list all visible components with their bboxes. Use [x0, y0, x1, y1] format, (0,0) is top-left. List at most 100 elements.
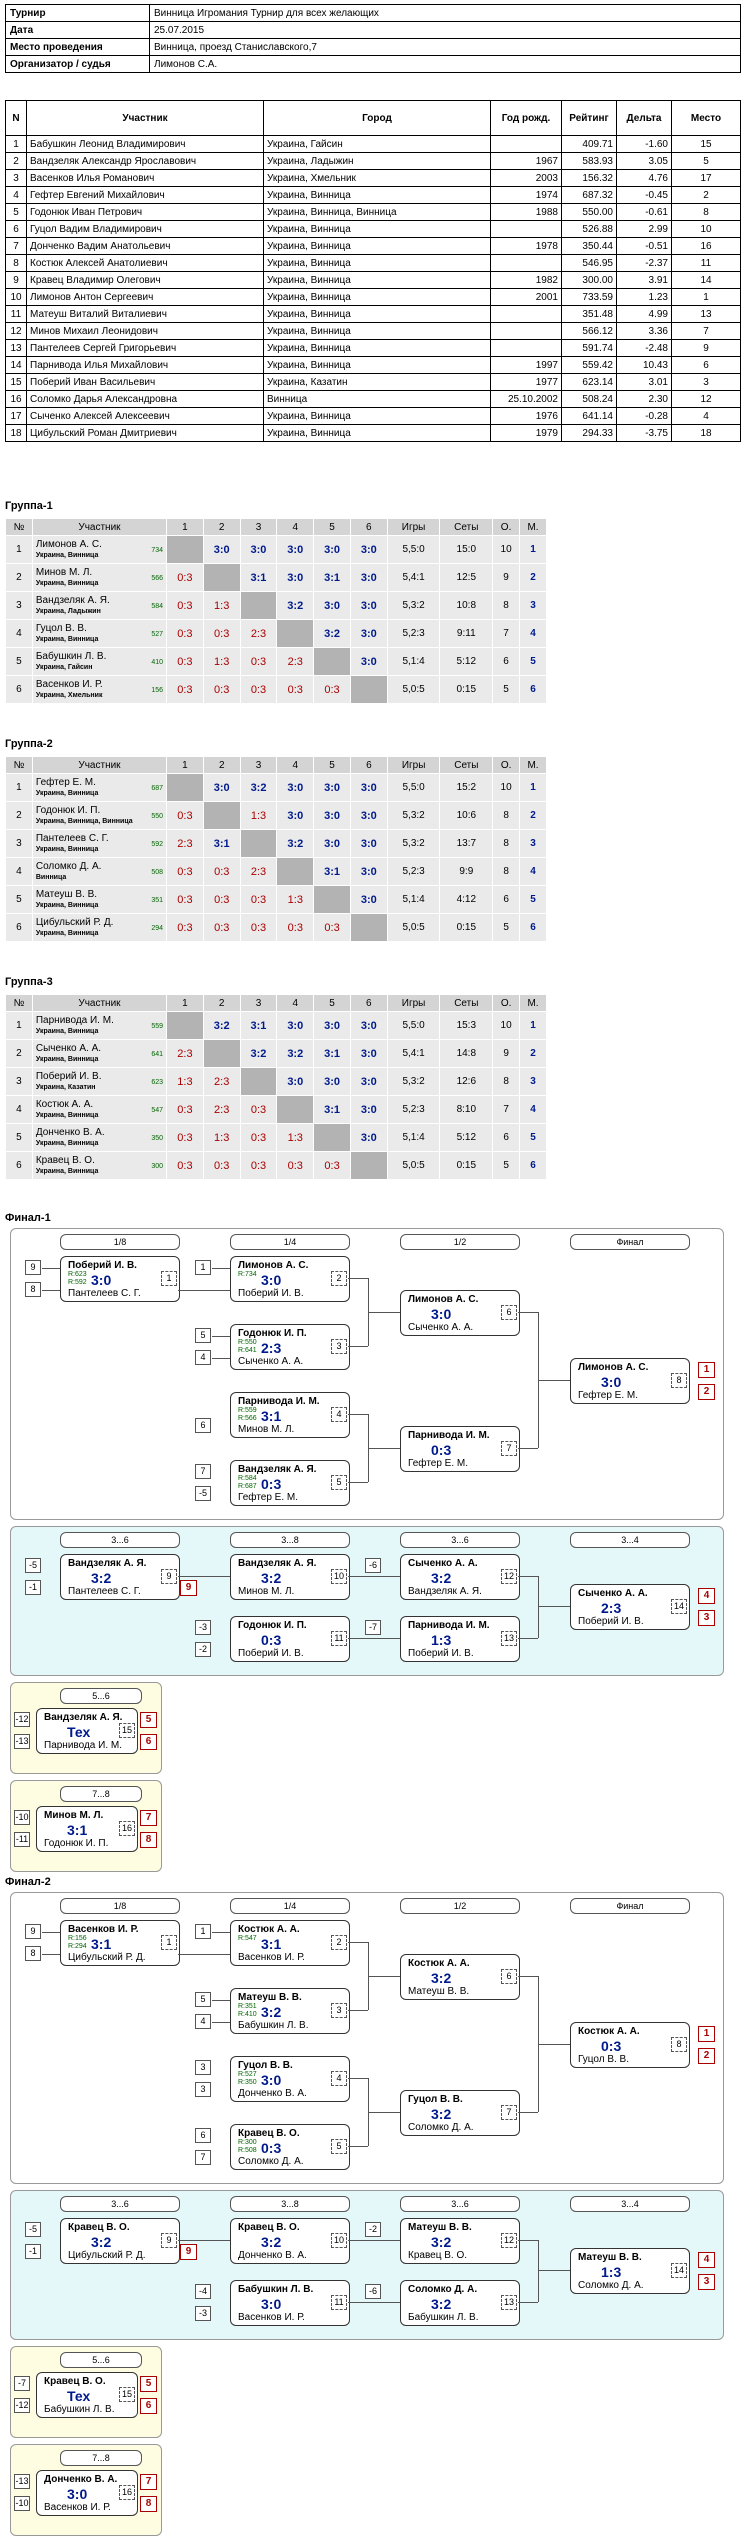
table-cell: 1997 — [490, 356, 562, 374]
self-cell — [276, 1095, 315, 1124]
match-rating1: R:623 — [68, 1271, 87, 1278]
connector-line — [348, 2078, 368, 2079]
match-player2: Гуцол В. В. — [578, 2054, 629, 2065]
participant-rating: 641 — [151, 1050, 164, 1058]
score-cell: 3:0 — [313, 591, 351, 620]
participant-city: Украина, Винница — [35, 1055, 99, 1063]
table-cell: Матеуш Виталий Виталиевич — [26, 305, 264, 323]
stat-games: 5,2:3 — [386, 619, 441, 648]
table-cell: -1.60 — [616, 135, 672, 153]
table-cell: 566.12 — [561, 322, 617, 340]
column-header: 5 — [313, 994, 351, 1012]
table-cell — [490, 220, 562, 238]
match-player2: Бабушкин Л. В. — [44, 2404, 115, 2415]
score-value: 0:3 — [177, 1131, 193, 1144]
row-number: 3 — [5, 591, 33, 620]
match-player2: Васенков И. Р. — [238, 2312, 305, 2323]
stat-sets: 10:6 — [439, 801, 494, 830]
match-number: 6 — [501, 1969, 517, 1984]
score-cell: 0:3 — [276, 913, 315, 942]
table-cell — [490, 305, 562, 323]
participant-city: Украина, Винница — [35, 1027, 99, 1035]
score-value: 3:0 — [360, 627, 377, 640]
table-cell: -0.45 — [616, 186, 672, 204]
match-number: 11 — [331, 1631, 347, 1646]
column-header: М. — [519, 756, 547, 774]
stat-o: 7 — [492, 1095, 521, 1124]
column-header: Участник — [31, 518, 168, 536]
stat-sets: 4:12 — [439, 885, 494, 914]
score-cell: 1:3 — [276, 1123, 315, 1152]
score-value: 0:3 — [177, 809, 193, 822]
info-value: Винница Игромания Турнир для всех желающ… — [149, 4, 741, 22]
stat-m: 2 — [519, 801, 547, 830]
stat-m: 3 — [519, 591, 547, 620]
table-cell: 1974 — [490, 186, 562, 204]
participant-rating: 350 — [151, 1134, 164, 1142]
score-value: 3:0 — [360, 599, 377, 612]
score-value: 3:0 — [324, 809, 341, 822]
score-value: 0:3 — [177, 627, 193, 640]
score-value: 0:3 — [250, 1103, 267, 1116]
score-cell: 0:3 — [166, 913, 204, 942]
self-cell — [202, 801, 241, 830]
stat-o: 6 — [492, 647, 521, 676]
match-number: 1 — [161, 1271, 177, 1286]
score-value: 3:1 — [324, 865, 341, 878]
connector-line — [518, 1976, 538, 1977]
seed-box: -6 — [365, 1558, 381, 1573]
stat-m: 1 — [519, 773, 547, 802]
participant-rating: 566 — [151, 574, 164, 582]
column-header: Участник — [31, 994, 168, 1012]
stat-m: 3 — [519, 1067, 547, 1096]
score-cell: 0:3 — [202, 619, 241, 648]
stat-o: 10 — [492, 1011, 521, 1040]
match-player1: Гуцол В. В. — [408, 2094, 463, 2105]
table-cell: Украина, Винница — [263, 356, 491, 374]
table-cell: 17 — [5, 407, 27, 425]
match-player2: Сыченко А. А. — [238, 1356, 304, 1367]
table-cell: 14 — [671, 271, 741, 289]
score-cell: 3:1 — [313, 1095, 351, 1124]
match-number: 12 — [501, 1569, 517, 1584]
score-value: 3:1 — [250, 1019, 267, 1032]
match-score: 3:2 — [431, 2296, 452, 2312]
table-cell: 13 — [5, 339, 27, 357]
score-value: 3:0 — [360, 655, 377, 668]
table-cell: 4.99 — [616, 305, 672, 323]
match-player2: Поберий И. В. — [408, 1648, 474, 1659]
score-cell: 3:2 — [276, 829, 315, 858]
place-box: 2 — [698, 1384, 715, 1400]
seed-box: -7 — [14, 2376, 30, 2391]
score-value: 3:1 — [213, 837, 230, 850]
table-cell: Украина, Ладыжин — [263, 152, 491, 170]
table-cell: 12 — [671, 390, 741, 408]
match-player2: Васенков И. Р. — [44, 2502, 111, 2513]
match-player2: Гефтер Е. М. — [578, 1390, 639, 1401]
score-cell: 0:3 — [166, 675, 204, 704]
place-box: 3 — [698, 2274, 715, 2290]
match-rating2: R:508 — [238, 2147, 257, 2154]
match-number: 2 — [331, 1935, 347, 1950]
match-score: 3:2 — [261, 2234, 282, 2250]
stat-games: 5,5:0 — [386, 535, 441, 564]
table-cell — [490, 135, 562, 153]
participant-name: Костюк А. А. — [35, 1098, 94, 1110]
score-value: 3:0 — [213, 543, 230, 556]
match-rating2: R:592 — [68, 1279, 87, 1286]
round-header: 3...6 — [400, 2196, 520, 2212]
group-title: Группа-1 — [5, 500, 53, 512]
column-header: Год рожд. — [490, 100, 562, 136]
table-cell: 5 — [671, 152, 741, 170]
table-cell: 623.14 — [561, 373, 617, 391]
table-cell: 2003 — [490, 169, 562, 187]
table-cell: 3.91 — [616, 271, 672, 289]
score-value: 0:3 — [214, 627, 230, 640]
score-cell: 0:3 — [166, 801, 204, 830]
self-cell — [166, 1011, 204, 1040]
match-player1: Кравец В. О. — [44, 2376, 106, 2387]
place-box: 3 — [698, 1610, 715, 1626]
